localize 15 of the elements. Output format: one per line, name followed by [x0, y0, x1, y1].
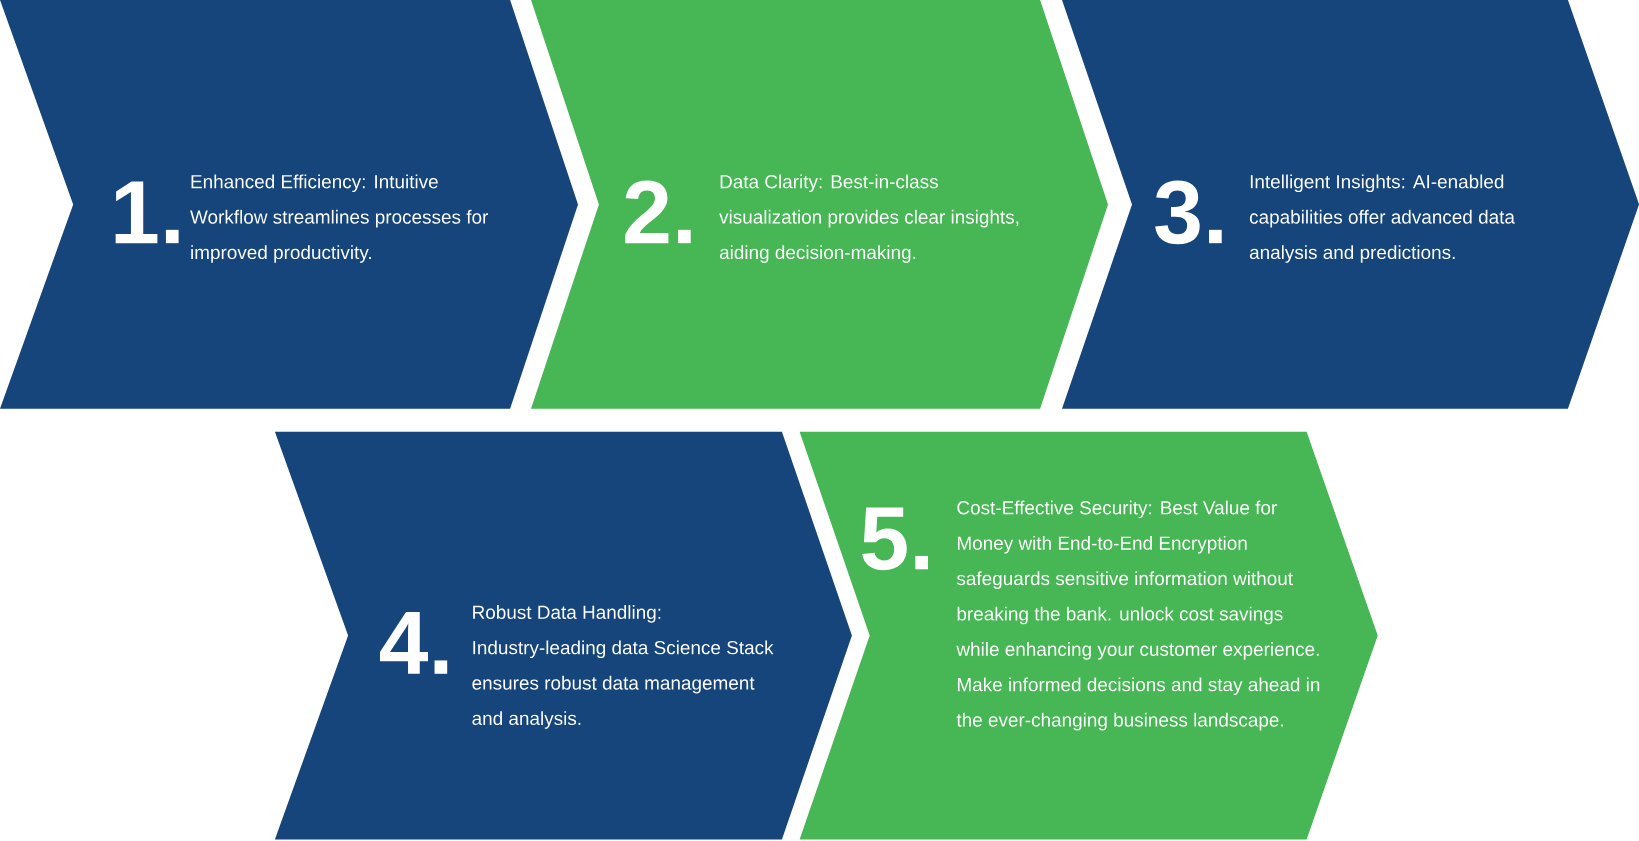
step-number: 1.	[115, 181, 179, 244]
step-text: Data Clarity: Best-in-class visualization provides clear insights, aiding decision-making.	[719, 174, 1019, 263]
chevron-box	[274, 431, 852, 840]
step-number: 2.	[625, 180, 691, 244]
step-number: 4.	[379, 612, 448, 674]
chevron-box	[0, 0, 578, 409]
step-number: 3.	[1155, 180, 1222, 245]
step-text: Cost-Effective Security: Best Value for Money with End-to-End Encryption safeguards sensitive information without breaking the bank. unlock cost savings while enhancing your customer experience. Make informed decisions and stay ahead in the ever-changing business landscape.	[956, 500, 1320, 731]
chevron-box	[799, 431, 1378, 840]
chevron-box	[1062, 0, 1639, 409]
step-text: Enhanced Efficiency: Intuitive Workflow streamlines processes for improved productivity.	[190, 174, 489, 263]
step-number: 5.	[862, 507, 928, 571]
step-text: Robust Data Handling: Industry-leading data Science Stack ensures robust data management and analysis.	[472, 605, 774, 729]
chevron-box	[531, 0, 1108, 409]
step-text: Intelligent Insights: AI-enabled capabilities offer advanced data analysis and predictions.	[1249, 174, 1515, 263]
